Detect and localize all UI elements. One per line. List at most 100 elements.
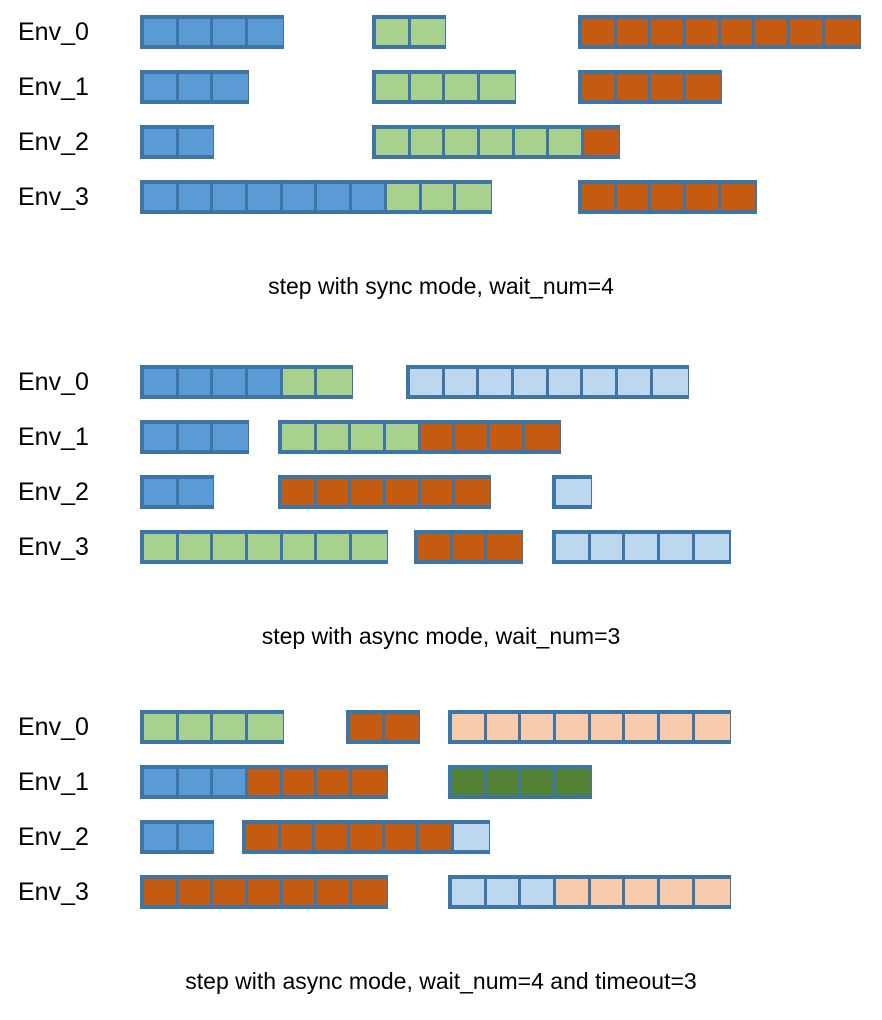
step-cell-orange xyxy=(616,74,652,100)
step-group xyxy=(552,475,592,509)
step-cell-orange xyxy=(248,769,283,795)
step-cell-light-blue xyxy=(410,369,445,395)
step-cell-green xyxy=(410,19,446,45)
step-group xyxy=(140,875,388,909)
step-cell-blue xyxy=(144,769,179,795)
step-cell-orange xyxy=(616,19,652,45)
step-cell-light-blue xyxy=(444,369,480,395)
step-group xyxy=(278,420,561,454)
step-cell-orange xyxy=(418,534,453,560)
env-row-label: Env_2 xyxy=(18,128,89,156)
step-cell-green xyxy=(144,714,179,740)
step-cell-green xyxy=(351,424,387,450)
step-cell-peach xyxy=(590,714,626,740)
step-cell-green xyxy=(445,129,481,155)
step-cell-orange xyxy=(386,479,421,505)
step-group xyxy=(448,765,592,799)
step-cell-dark-green xyxy=(521,769,557,795)
step-cell-orange xyxy=(455,479,491,505)
step-cell-blue xyxy=(178,184,214,210)
env-row-label: Env_1 xyxy=(18,768,89,796)
step-cell-green xyxy=(410,129,446,155)
step-cell-orange xyxy=(384,824,420,850)
step-cell-green xyxy=(376,129,411,155)
step-cell-green xyxy=(480,74,515,100)
step-group xyxy=(406,365,689,399)
step-cell-light-blue xyxy=(618,369,653,395)
timeline-row: Env_2 xyxy=(0,118,882,166)
step-cell-orange xyxy=(420,479,456,505)
step-cell-blue xyxy=(178,129,214,155)
step-group xyxy=(372,70,516,104)
step-cell-blue xyxy=(213,184,249,210)
step-cell-blue xyxy=(213,424,249,450)
step-cell-dark-green xyxy=(486,769,522,795)
env-row-label: Env_0 xyxy=(18,713,89,741)
env-row-label: Env_2 xyxy=(18,478,89,506)
step-cell-orange xyxy=(315,824,351,850)
step-group xyxy=(140,125,215,159)
step-cell-orange xyxy=(316,479,352,505)
step-cell-orange xyxy=(384,714,420,740)
step-cell-orange xyxy=(616,184,652,210)
step-cell-orange xyxy=(420,424,456,450)
step-cell-green xyxy=(282,424,317,450)
step-cell-green xyxy=(445,74,481,100)
timeline-row: Env_1 xyxy=(0,413,882,461)
step-cell-light-blue xyxy=(548,369,584,395)
step-cell-peach xyxy=(660,879,695,905)
step-cell-orange xyxy=(487,534,523,560)
step-cell-peach xyxy=(625,879,661,905)
step-cell-orange xyxy=(317,769,353,795)
env-row-label: Env_2 xyxy=(18,823,89,851)
step-group xyxy=(278,475,492,509)
step-cell-orange xyxy=(213,879,249,905)
step-cell-blue xyxy=(282,184,318,210)
step-cell-green xyxy=(410,74,446,100)
env-row-label: Env_0 xyxy=(18,368,89,396)
step-group xyxy=(578,180,757,214)
step-cell-orange xyxy=(350,824,385,850)
env-row-label: Env_1 xyxy=(18,73,89,101)
step-cell-peach xyxy=(625,714,661,740)
step-cell-orange xyxy=(352,769,387,795)
step-group xyxy=(140,820,215,854)
step-group xyxy=(140,420,250,454)
step-cell-dark-green xyxy=(556,769,591,795)
step-cell-green xyxy=(178,714,214,740)
step-cell-peach xyxy=(556,879,591,905)
step-cell-orange xyxy=(651,184,687,210)
step-cell-green xyxy=(386,184,422,210)
step-cell-orange xyxy=(524,424,560,450)
step-group xyxy=(578,70,722,104)
step-group xyxy=(448,875,731,909)
step-group xyxy=(448,710,731,744)
step-cell-green xyxy=(352,534,387,560)
step-group xyxy=(140,365,354,399)
step-group xyxy=(372,125,620,159)
step-cell-orange xyxy=(686,74,721,100)
env-row-label: Env_1 xyxy=(18,423,89,451)
step-cell-light-blue xyxy=(556,479,591,505)
step-cell-light-blue xyxy=(486,879,522,905)
timeline-row: Env_1 xyxy=(0,63,882,111)
step-group xyxy=(372,15,447,49)
step-cell-blue xyxy=(178,74,214,100)
step-cell-blue xyxy=(213,19,249,45)
step-cell-peach xyxy=(694,714,730,740)
step-cell-orange xyxy=(350,714,385,740)
step-cell-blue xyxy=(178,769,214,795)
step-cell-orange xyxy=(824,19,860,45)
step-cell-peach xyxy=(694,879,730,905)
step-cell-blue xyxy=(178,369,214,395)
step-cell-peach xyxy=(486,714,522,740)
step-group xyxy=(140,765,388,799)
step-cell-peach xyxy=(452,714,487,740)
step-cell-orange xyxy=(686,19,721,45)
step-cell-blue xyxy=(178,479,214,505)
step-cell-blue xyxy=(144,824,179,850)
step-cell-orange xyxy=(452,534,488,560)
step-group xyxy=(140,70,250,104)
timeline-row: Env_2 xyxy=(0,813,882,861)
step-cell-light-blue xyxy=(521,879,557,905)
